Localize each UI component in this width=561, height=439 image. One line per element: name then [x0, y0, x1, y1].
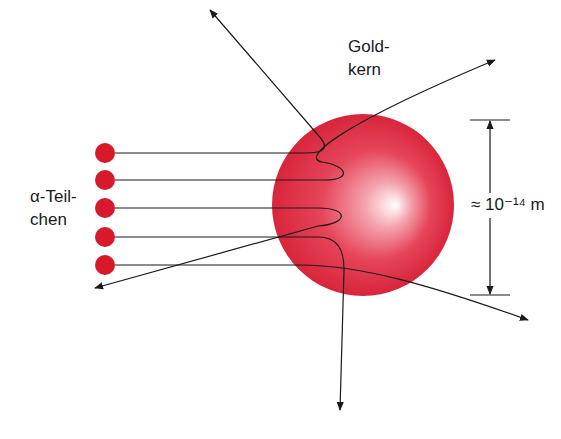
trajectories: [95, 10, 528, 410]
dimension-tick: [470, 294, 510, 295]
alpha-particle: [95, 143, 115, 163]
alpha-particle: [95, 255, 115, 275]
gold-nucleus: [272, 114, 454, 296]
trajectory: [115, 265, 528, 320]
trajectory: [115, 237, 344, 410]
trajectory: [95, 208, 341, 288]
dimension-line: [489, 240, 490, 294]
trajectory: [115, 10, 324, 153]
dimension-label: ≈ 10⁻¹⁴ m: [468, 193, 548, 218]
dimension-tick: [470, 119, 510, 120]
trajectory: [115, 60, 495, 180]
nucleus-label: Gold- kern: [348, 36, 404, 82]
alpha-particles: [95, 143, 115, 275]
alpha-particle: [95, 227, 115, 247]
particle-label: α-Teil- chen: [30, 186, 92, 232]
dimension-line: [489, 121, 490, 160]
alpha-particle: [95, 198, 115, 218]
alpha-particle: [95, 170, 115, 190]
